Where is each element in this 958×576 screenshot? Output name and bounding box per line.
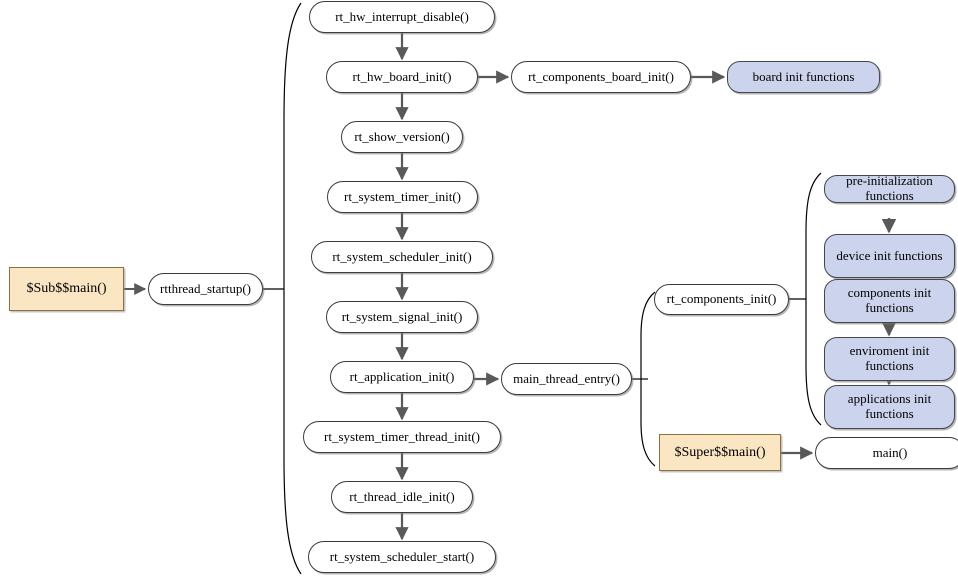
node-startup-step-label: rt_hw_interrupt_disable()	[335, 8, 469, 24]
node-sub-main-label: $Sub$$main()	[26, 281, 107, 297]
node-init-function-label: device init functions	[836, 247, 943, 263]
node-startup-step-label: rt_thread_idle_init()	[349, 488, 455, 504]
node-startup-step[interactable]: rt_thread_idle_init()	[331, 481, 473, 513]
node-main-label: main()	[872, 444, 908, 460]
node-startup-step[interactable]: rt_show_version()	[341, 121, 463, 153]
node-rt-components-init[interactable]: rt_components_init()	[654, 284, 789, 315]
node-startup-step-label: rt_application_init()	[349, 368, 455, 384]
node-init-function[interactable]: components init functions	[824, 279, 955, 323]
node-init-function-label: enviroment init functions	[849, 343, 930, 373]
node-init-function[interactable]: device init functions	[824, 234, 955, 278]
bracket-main-thread-entry-group	[640, 291, 656, 467]
node-init-function-label: pre-initialization functions	[846, 173, 933, 203]
node-startup-step-label: rt_system_scheduler_start()	[329, 548, 475, 564]
node-rt-components-board-init-label: rt_components_board_init()	[528, 68, 674, 84]
bracket-init-functions-group	[805, 172, 822, 426]
node-sub-main[interactable]: $Sub$$main()	[9, 267, 124, 311]
node-startup-step-label: rt_system_signal_init()	[341, 308, 463, 324]
node-init-function[interactable]: applications init functions	[824, 385, 955, 429]
node-rtthread-startup[interactable]: rtthread_startup()	[148, 273, 263, 305]
node-startup-step-label: rt_system_scheduler_init()	[332, 248, 472, 264]
node-init-function[interactable]: pre-initialization functions	[824, 173, 955, 203]
node-init-function[interactable]: enviroment init functions	[824, 337, 955, 381]
node-startup-step[interactable]: rt_system_timer_init()	[327, 181, 478, 213]
node-startup-step[interactable]: rt_system_timer_thread_init()	[303, 421, 501, 453]
node-startup-step[interactable]: rt_hw_interrupt_disable()	[309, 1, 495, 33]
node-init-function-label: components init functions	[847, 285, 932, 315]
node-startup-step-label: rt_hw_board_init()	[352, 68, 452, 84]
node-rtthread-startup-label: rtthread_startup()	[160, 280, 251, 296]
node-startup-step-label: rt_show_version()	[354, 128, 450, 144]
node-main-thread-entry-label: main_thread_entry()	[513, 370, 620, 386]
bracket-startup-chain	[283, 2, 302, 575]
node-startup-step[interactable]: rt_hw_board_init()	[326, 61, 478, 93]
node-rt-components-board-init[interactable]: rt_components_board_init()	[511, 61, 691, 93]
node-startup-step-label: rt_system_timer_init()	[344, 188, 461, 204]
node-startup-step[interactable]: rt_system_signal_init()	[326, 301, 478, 333]
node-startup-step[interactable]: rt_system_scheduler_start()	[308, 541, 496, 573]
node-rt-components-init-label: rt_components_init()	[666, 291, 777, 307]
node-board-init-functions[interactable]: board init functions	[727, 61, 880, 93]
node-startup-step[interactable]: rt_system_scheduler_init()	[311, 241, 493, 273]
node-main[interactable]: main()	[815, 437, 958, 469]
node-board-init-functions-label: board init functions	[752, 68, 855, 84]
node-startup-step[interactable]: rt_application_init()	[330, 361, 474, 393]
node-startup-step-label: rt_system_timer_thread_init()	[324, 428, 480, 444]
node-main-thread-entry[interactable]: main_thread_entry()	[501, 363, 632, 395]
node-super-main-label: $Super$$main()	[674, 444, 766, 460]
node-init-function-label: applications init functions	[847, 391, 932, 421]
node-super-main[interactable]: $Super$$main()	[659, 434, 781, 471]
